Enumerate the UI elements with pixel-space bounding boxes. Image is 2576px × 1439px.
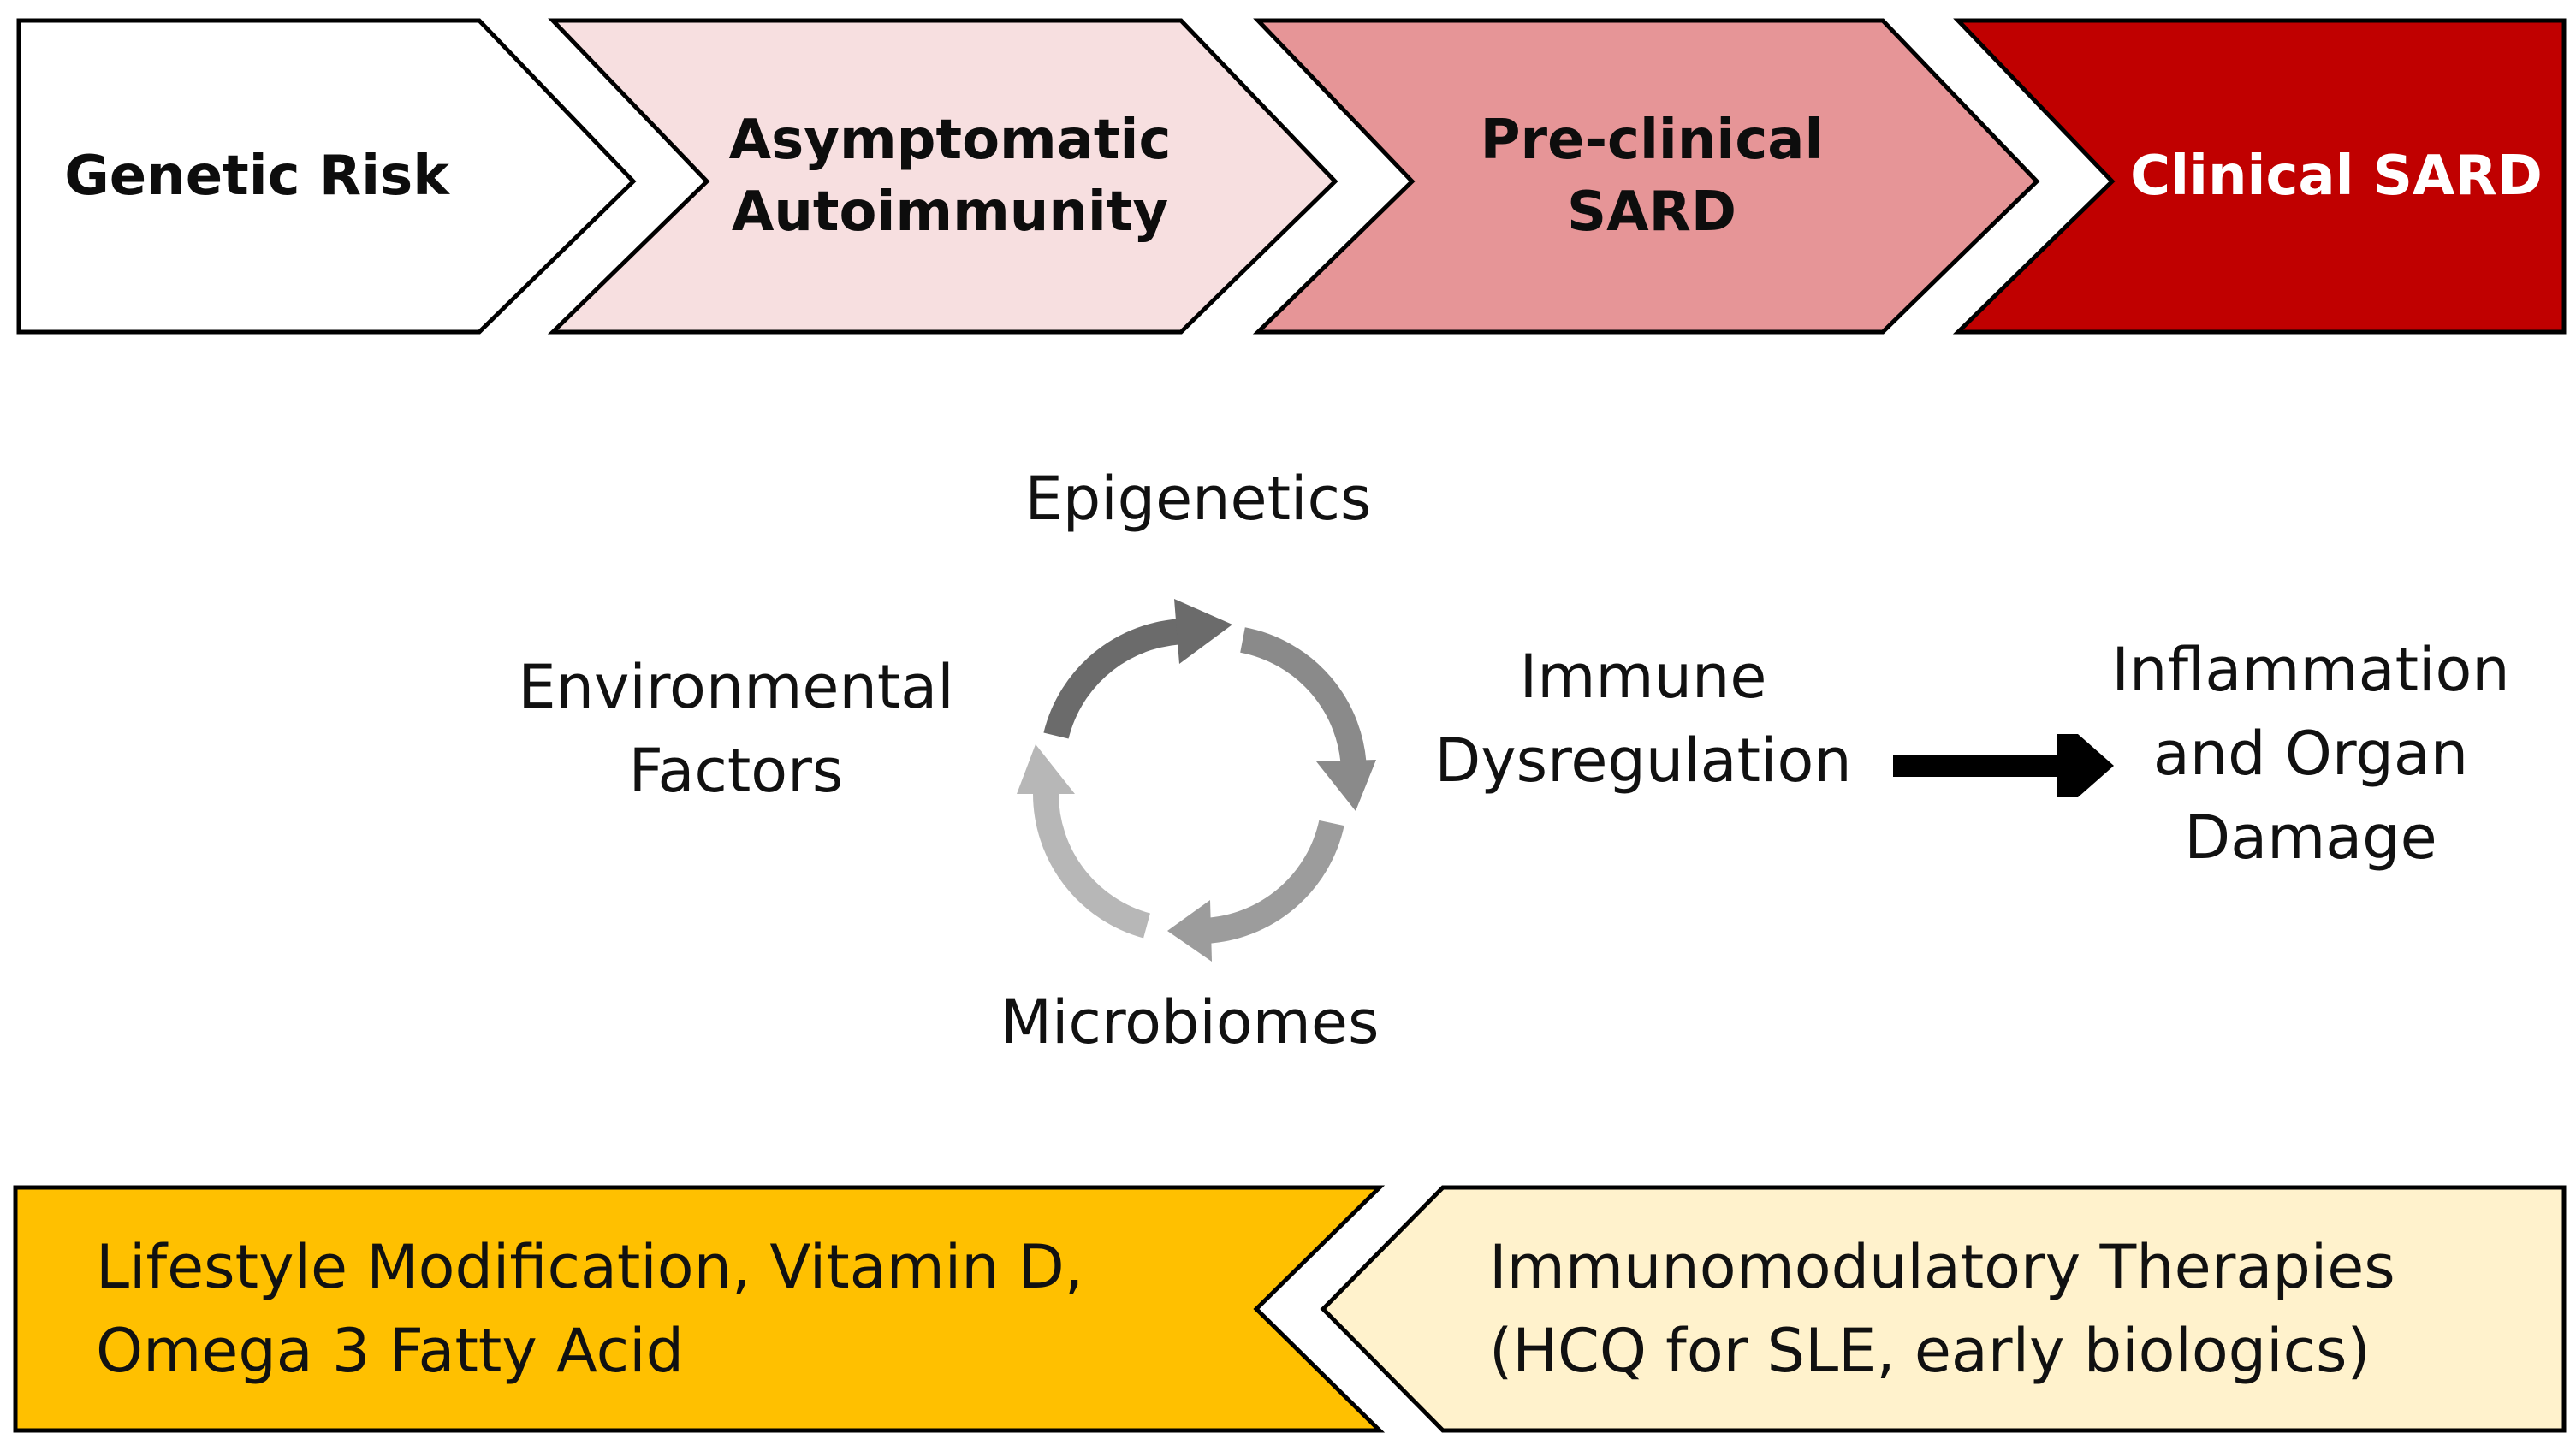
intervention-immunomodulatory-shape	[1320, 1185, 2567, 1433]
stage-label-asymptomatic-autoimmunity: Asymptomatic Autoimmunity	[702, 104, 1198, 248]
cycle-arrow-bottom-right	[1203, 820, 1344, 944]
intervention-immunomodulatory-label: Immunomodulatory Therapies (HCQ for SLE,…	[1489, 1225, 2550, 1393]
cycle-label-line: Environmental	[518, 652, 954, 722]
outcome-label-line: and Organ	[2152, 719, 2469, 789]
outcome-label: Inflammation and Organ Damage	[2071, 628, 2550, 879]
stage-label-line: Clinical SARD	[2130, 145, 2543, 208]
outcome-label-line: Inflammation	[2111, 635, 2510, 705]
intervention-lifestyle-label: Lifestyle Modification, Vitamin D, Omega…	[96, 1225, 1243, 1393]
intervention-label-line: (HCQ for SLE, early biologics)	[1489, 1316, 2371, 1386]
stage-label-line: Pre-clinical	[1480, 109, 1824, 172]
stage-clinical-sard-shape	[1952, 18, 2567, 335]
outcome-label-line: Damage	[2184, 802, 2437, 873]
cycle-arrowhead-bottom-left	[1017, 744, 1075, 794]
cycle-label-environmental-factors: Environmental Factors	[479, 645, 993, 813]
intervention-label-line: Immunomodulatory Therapies	[1489, 1232, 2395, 1302]
cycle-arrowhead-bottom-right	[1167, 900, 1212, 962]
progression-arrow-head	[2057, 734, 2114, 797]
cycle-arrowhead-top-right	[1316, 760, 1376, 811]
stage-label-line: SARD	[1566, 181, 1737, 244]
cycle-label-line: Factors	[628, 736, 844, 806]
cycle-label-microbiomes: Microbiomes	[1000, 987, 1380, 1057]
intervention-label-line: Omega 3 Fatty Acid	[96, 1316, 685, 1386]
progression-arrow-shaft	[1893, 755, 2064, 777]
cycle-label-epigenetics: Epigenetics	[1024, 464, 1372, 534]
cycle-arrows	[1017, 599, 1376, 962]
stage-label-genetic-risk: Genetic Risk	[34, 140, 479, 212]
stage-pre-clinical-sard-shape	[1252, 18, 2040, 335]
cycle-arrowhead-top-left	[1174, 599, 1232, 664]
cycle-arrow-top-right	[1239, 627, 1367, 771]
stage-label-pre-clinical-sard: Pre-clinical SARD	[1404, 104, 1900, 248]
stage-label-line: Autoimmunity	[731, 181, 1169, 244]
stage-label-clinical-sard: Clinical SARD	[2114, 140, 2559, 212]
stage-asymptomatic-autoimmunity-shape	[547, 18, 1338, 335]
cycle-arrow-top-left	[1043, 618, 1192, 739]
immune-label-line: Dysregulation	[1434, 725, 1852, 796]
progression-arrow	[1893, 734, 2114, 797]
intervention-lifestyle-shape	[13, 1185, 1386, 1433]
immune-label-line: Immune	[1519, 642, 1767, 712]
intervention-label-line: Lifestyle Modification, Vitamin D,	[96, 1232, 1083, 1302]
stage-label-line: Genetic Risk	[64, 145, 449, 208]
cycle-arrow-bottom-left	[1033, 793, 1151, 939]
stage-genetic-risk-shape	[16, 18, 637, 335]
immune-dysregulation-label: Immune Dysregulation	[1404, 635, 1883, 802]
stage-label-line: Asymptomatic	[728, 109, 1172, 172]
